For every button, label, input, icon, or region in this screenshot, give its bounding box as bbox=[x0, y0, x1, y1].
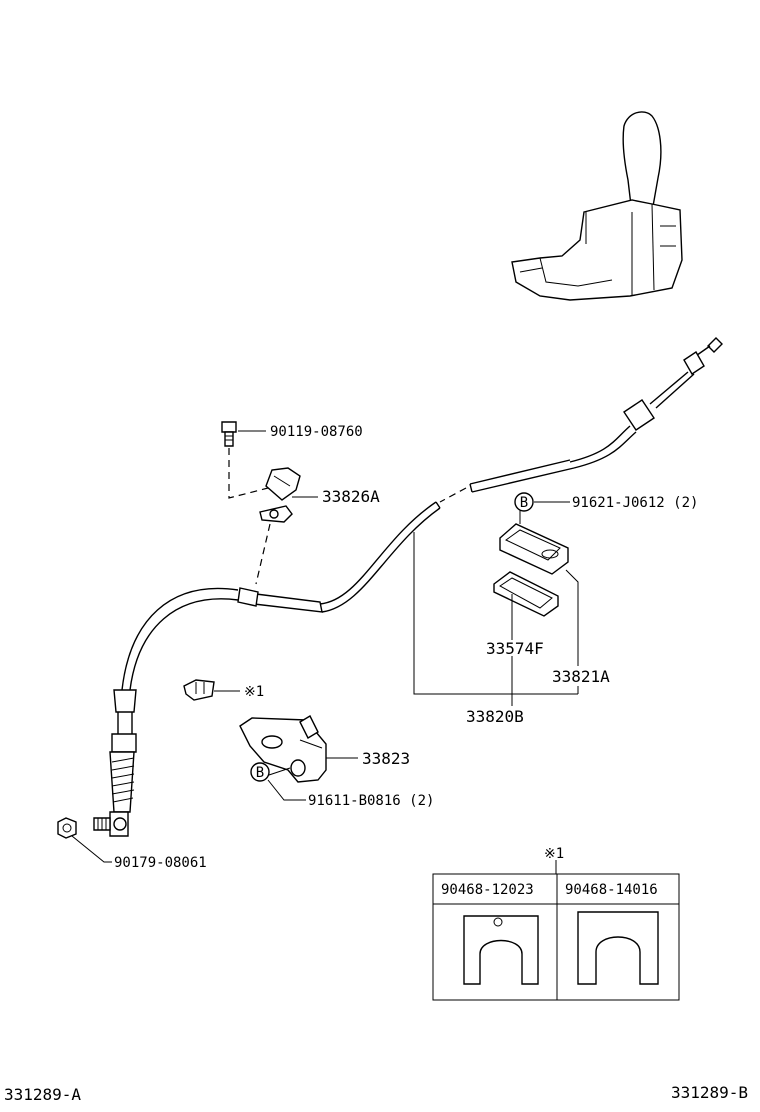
retainer-33821a bbox=[499, 523, 569, 575]
callout-b-lower: B bbox=[250, 762, 270, 782]
stud-bolt bbox=[93, 817, 111, 831]
label-90119-08760: 90119-08760 bbox=[270, 424, 363, 440]
clip-variant-2-shape bbox=[577, 911, 659, 985]
transmission-control-cable bbox=[109, 337, 723, 837]
clip-variant-1-shape bbox=[463, 915, 539, 985]
clip-marked-1 bbox=[183, 679, 215, 701]
label-90179-08061: 90179-08061 bbox=[114, 855, 207, 871]
footer-code-right: 331289-B bbox=[671, 1083, 748, 1102]
label-91611-b0816: 91611-B0816 (2) bbox=[308, 793, 434, 809]
leader-lines bbox=[71, 430, 579, 874]
callout-b-right: B bbox=[514, 492, 534, 512]
label-33823: 33823 bbox=[362, 749, 410, 768]
clip-33826a bbox=[255, 467, 301, 585]
shift-lever-assembly bbox=[511, 111, 683, 301]
bolt-90119-08760 bbox=[221, 421, 269, 499]
table-col-1: 90468-12023 bbox=[441, 882, 534, 898]
bracket-33823 bbox=[239, 715, 327, 783]
label-33826a: 33826A bbox=[322, 487, 380, 506]
retainer-33574f bbox=[493, 571, 559, 617]
callout-b-lower-letter: B bbox=[256, 765, 264, 781]
label-33821a: 33821A bbox=[552, 667, 610, 686]
footer-code-left: 331289-A bbox=[4, 1085, 81, 1104]
label-33820b: 33820B bbox=[466, 707, 524, 726]
table-col-2: 90468-14016 bbox=[565, 882, 658, 898]
nut-90179-08061 bbox=[57, 817, 77, 839]
label-33574f: 33574F bbox=[486, 639, 544, 658]
table-ref-mark: ※1 bbox=[544, 846, 564, 862]
callout-b-right-letter: B bbox=[520, 495, 528, 511]
clip-variant-table: ※1 90468-12023 90468-14016 bbox=[432, 846, 680, 1001]
label-91621-j0612: 91621-J0612 (2) bbox=[572, 495, 698, 511]
label-clip-note: ※1 bbox=[244, 684, 264, 700]
